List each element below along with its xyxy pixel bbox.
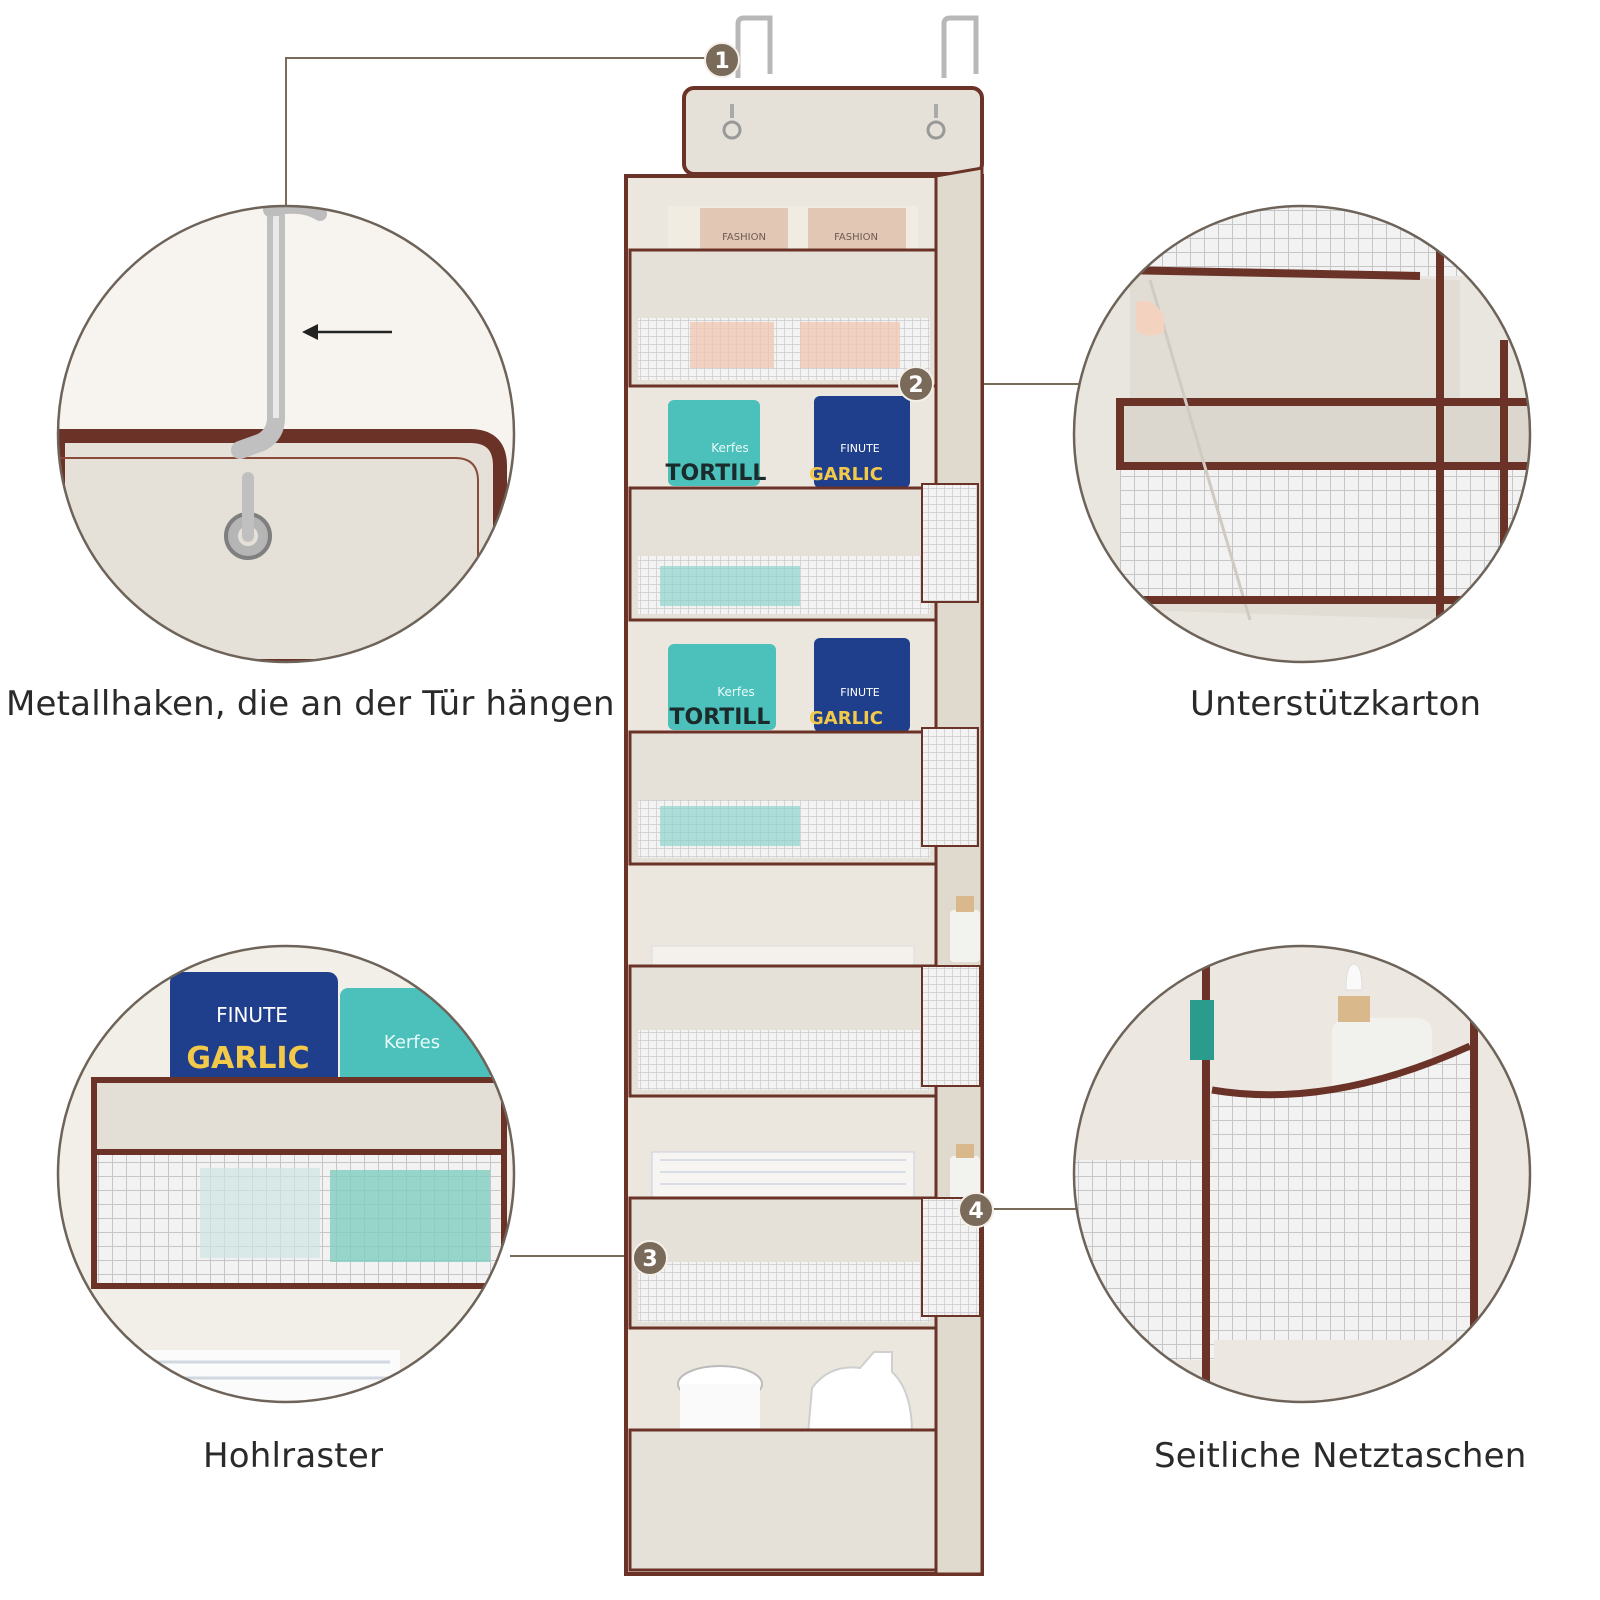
box-label: FASHION: [722, 232, 766, 243]
callout-badge-3: 3: [632, 1240, 668, 1276]
callout-badge-4: 4: [958, 1192, 994, 1228]
callout-badge-2: 2: [898, 366, 934, 402]
caption-support-board: Unterstützkarton: [1190, 684, 1482, 724]
detail-circle-side-mesh: [1074, 946, 1530, 1402]
pocket-row-3: TORTILL Kerfes FINUTE GARLIC: [628, 638, 979, 866]
svg-text:GARLIC: GARLIC: [809, 708, 883, 729]
pocket-row-1: FASHION FASHION: [628, 206, 938, 388]
svg-text:FINUTE: FINUTE: [840, 686, 880, 699]
callout-badge-1: 1: [704, 42, 740, 78]
svg-text:GARLIC: GARLIC: [809, 464, 883, 485]
svg-text:TORTILL: TORTILL: [666, 461, 767, 486]
svg-text:TORTILL: TORTILL: [670, 705, 771, 730]
brand-label: FINUTE: [216, 1003, 288, 1027]
caption-side-mesh-pockets: Seitliche Netztaschen: [1154, 1436, 1527, 1476]
svg-text:Kerfes: Kerfes: [384, 1032, 440, 1053]
grommet-icon: [722, 120, 742, 140]
door-organizer: FASHION FASHION TORTILL Kerfes FINUTE GA…: [624, 15, 984, 1576]
pocket-row-5: [628, 1144, 981, 1330]
pocket-row-4: [628, 896, 981, 1098]
svg-text:Kerfes: Kerfes: [711, 441, 748, 455]
arrow-left-icon: [302, 324, 392, 340]
detail-circle-hook: [58, 206, 514, 662]
svg-text:FASHION: FASHION: [834, 232, 878, 243]
caption-metal-hooks: Metallhaken, die an der Tür hängen: [6, 684, 615, 724]
flavor-label: GARLIC: [186, 1041, 309, 1076]
pocket-row-6: [628, 1351, 938, 1572]
svg-text:FINUTE: FINUTE: [840, 442, 880, 455]
caption-hollow-grid: Hohlraster: [203, 1436, 384, 1476]
leader-line-1: [285, 57, 706, 206]
pocket-row-2: TORTILL Kerfes FINUTE GARLIC: [628, 396, 979, 622]
svg-text:Kerfes: Kerfes: [717, 685, 754, 699]
hook-icon: [735, 15, 979, 78]
